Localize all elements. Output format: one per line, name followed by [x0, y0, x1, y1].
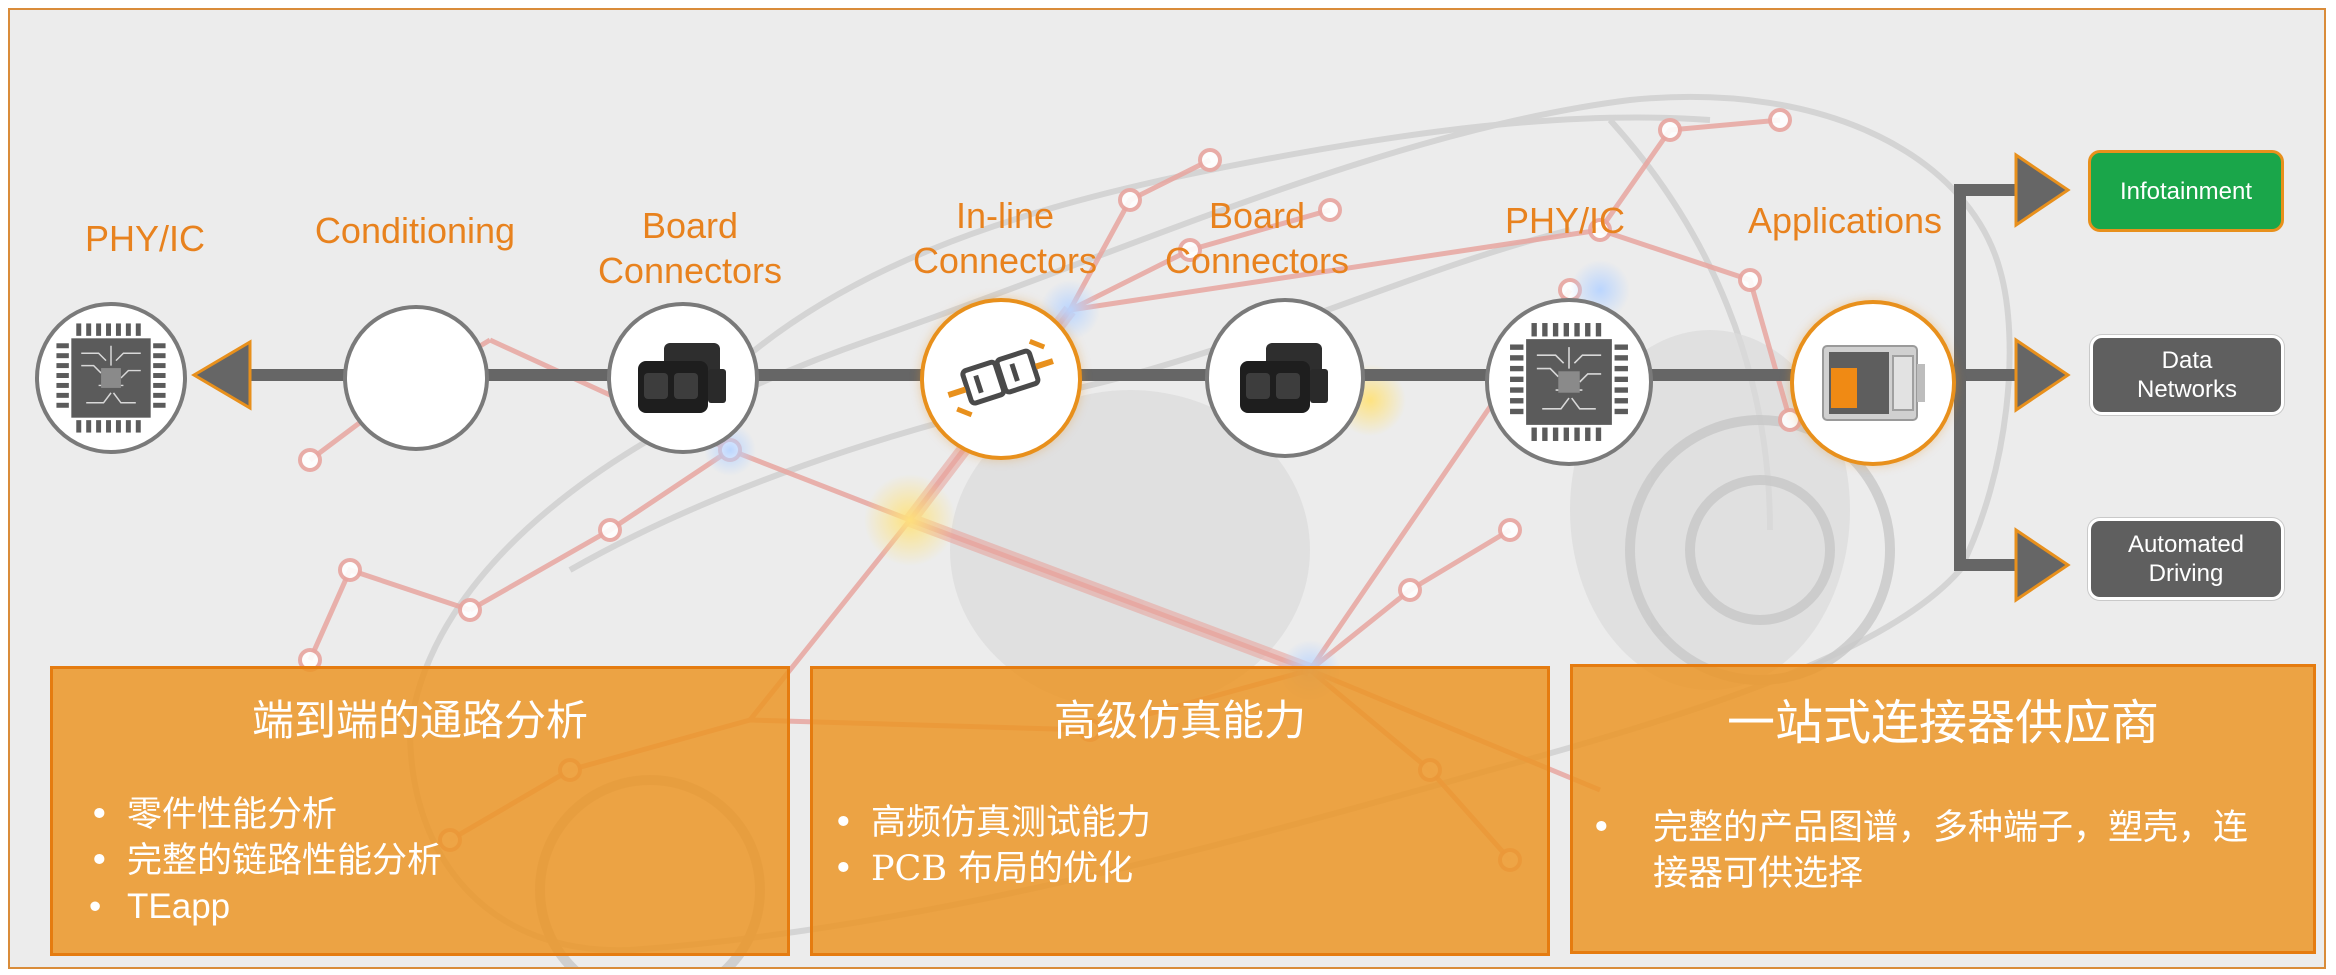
list-item: •TEapp	[89, 887, 231, 926]
glow-yellow-1	[864, 474, 956, 566]
diagram-canvas: PHY/IC Conditioning Board Connectors In-…	[8, 8, 2326, 969]
label-board-connectors-1: Board Connectors	[597, 205, 783, 291]
label-phy-ic-left: PHY/IC	[84, 218, 206, 259]
chip-icon	[1510, 323, 1628, 441]
application-branch	[1954, 184, 2020, 571]
node-conditioning	[343, 305, 489, 451]
node-phy-ic-left	[35, 302, 187, 454]
node-applications	[1790, 300, 1956, 466]
display-unit-icon	[1822, 345, 1925, 421]
box-title: 高级仿真能力	[1053, 696, 1306, 745]
list-item: •高频仿真测试能力	[833, 803, 1152, 843]
list-item: •完整的链路性能分析	[89, 841, 443, 881]
box-one-stop-supplier: 一站式连接器供应商 • 完整的产品图谱，多种端子，塑壳，连 接器可供选择	[1570, 664, 2316, 954]
label-board-connectors-2: Board Connectors	[1164, 195, 1350, 281]
arrow-automated-driving-icon	[2014, 527, 2071, 603]
node-board-connectors-1	[607, 302, 759, 454]
node-board-connectors-2	[1205, 298, 1365, 458]
box-advanced-simulation: 高级仿真能力 •高频仿真测试能力 •PCB 布局的优化	[810, 666, 1550, 956]
box-title: 一站式连接器供应商	[1726, 695, 2159, 751]
arrow-data-networks-icon	[2014, 337, 2071, 413]
label-conditioning: Conditioning	[314, 210, 516, 251]
list-item: • 完整的产品图谱，多种端子，塑壳，连 接器可供选择	[1591, 808, 2249, 894]
arrow-infotainment-icon	[2014, 152, 2071, 228]
chip-icon	[56, 323, 166, 433]
box-end-to-end-analysis: 端到端的通路分析 •零件性能分析 •完整的链路性能分析 •TEapp	[50, 666, 790, 956]
label-inline-connectors: In-line Connectors	[912, 195, 1098, 281]
list-item: •零件性能分析	[89, 795, 338, 835]
left-arrow-icon	[191, 339, 252, 411]
label-applications: Applications	[1747, 200, 1943, 241]
label-phy-ic-right: PHY/IC	[1504, 200, 1626, 241]
list-item: •PCB 布局的优化	[833, 849, 1134, 889]
node-inline-connectors	[920, 298, 1082, 460]
box-title: 端到端的通路分析	[251, 696, 588, 745]
inline-connector-icon	[947, 338, 1054, 418]
application-infotainment-button[interactable]: Infotainment	[2088, 150, 2284, 232]
connector-plug-icon	[1240, 343, 1328, 413]
node-phy-ic-right	[1485, 298, 1653, 466]
connector-plug-icon	[638, 343, 726, 413]
